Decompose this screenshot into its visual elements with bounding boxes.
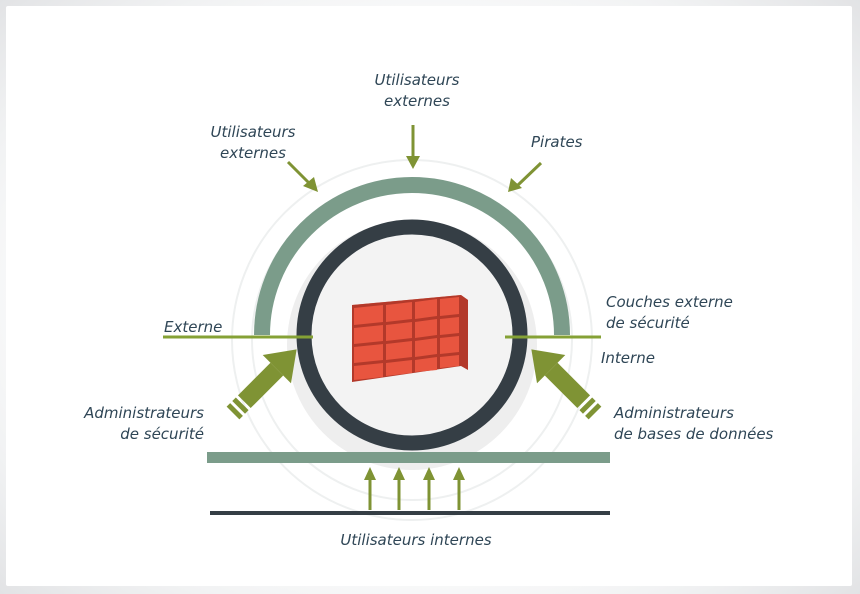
label-admin-securite-line2: de sécurité <box>120 425 204 443</box>
label-pirates: Pirates <box>531 133 583 151</box>
arrow-top <box>406 125 420 169</box>
label-admin-securite-line1: Administrateurs <box>84 404 204 422</box>
arrow-top-left <box>286 160 318 192</box>
label-ext-users-left: Utilisateurs externes <box>198 122 308 164</box>
arrow-internal-1 <box>364 467 376 510</box>
arrow-top-right <box>508 161 543 192</box>
label-externe: Externe <box>164 318 223 336</box>
label-ext-users-left-line1: Utilisateurs <box>210 123 296 141</box>
label-admin-bdd-line1: Administrateurs <box>614 404 734 422</box>
label-admin-securite: Administrateurs de sécurité <box>60 403 204 445</box>
label-admin-bdd: Administrateurs de bases de données <box>614 403 773 445</box>
label-ext-users-top: Utilisateurs externes <box>362 70 472 112</box>
label-interne: Interne <box>601 349 655 367</box>
arrow-internal-2 <box>393 467 405 510</box>
arrow-admin-bdd <box>531 349 602 420</box>
arrow-internal-4 <box>453 467 465 510</box>
label-ext-users-top-line1: Utilisateurs <box>374 71 460 89</box>
label-couches-externe-line2: de sécurité <box>606 314 690 332</box>
outer-security-ring <box>254 177 570 336</box>
brick-wall-icon <box>352 295 468 382</box>
arrow-admin-securite <box>226 349 297 420</box>
label-ext-users-left-line2: externes <box>220 144 286 162</box>
arrow-internal-3 <box>423 467 435 510</box>
label-admin-bdd-line2: de bases de données <box>614 425 774 443</box>
label-utilisateurs-internes: Utilisateurs internes <box>340 531 492 549</box>
internal-layer-bar <box>207 452 610 463</box>
internal-users-bar <box>210 511 610 515</box>
label-couches-externe-line1: Couches externe <box>606 293 733 311</box>
label-couches-externe: Couches externe de sécurité <box>606 292 733 334</box>
label-ext-users-top-line2: externes <box>384 92 450 110</box>
